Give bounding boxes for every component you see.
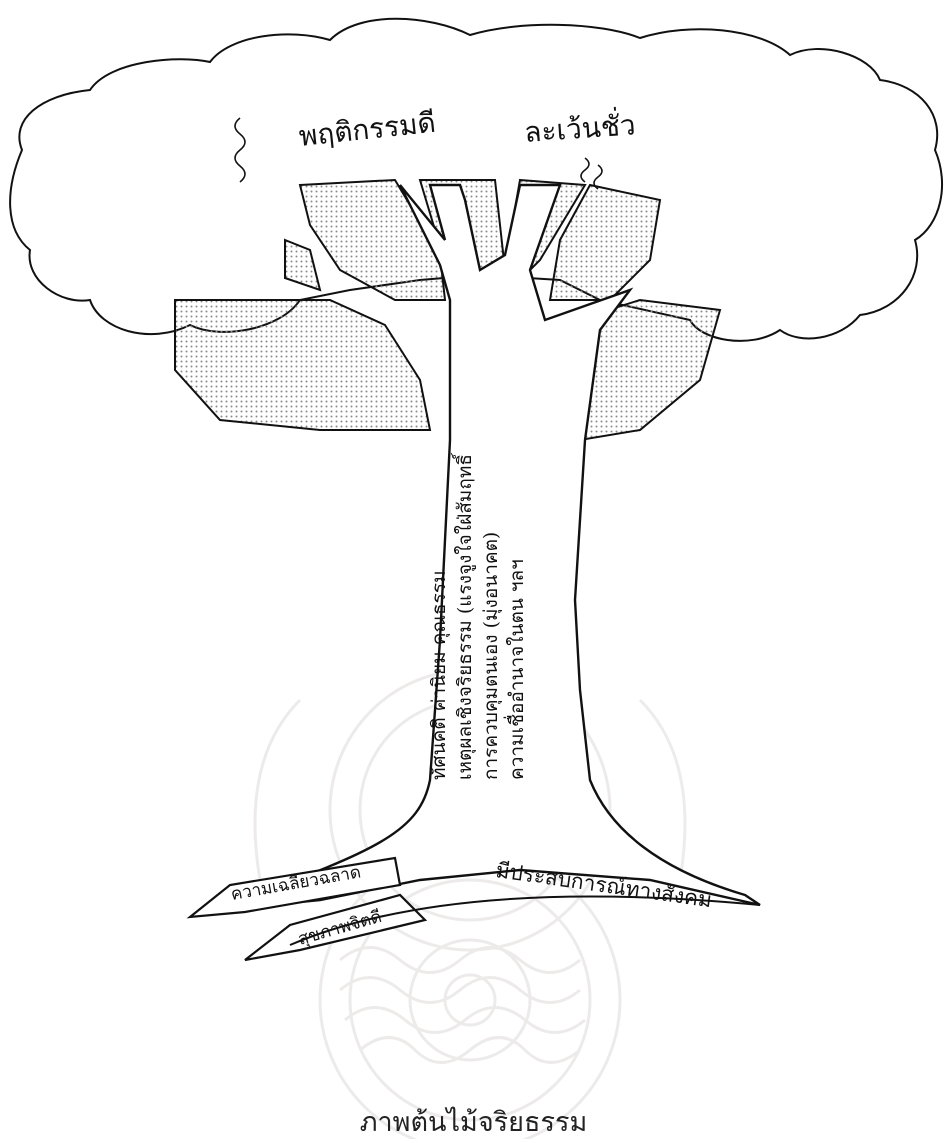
trunk-line-2: เหตุผลเชิงจริยธรรม (แรงจูงใจใฝ่สัมฤทธิ์	[450, 452, 477, 780]
trunk-line-4: ความเชื่ออำนาจในตน ฯลฯ	[503, 559, 528, 780]
trunk-line-1: ทัศนคติ ค่านิยม คุณธรรม	[428, 570, 451, 780]
figure-caption: ภาพต้นไม้จริยธรรม	[0, 1100, 947, 1143]
trunk-line-3: การควบคุมตนเอง (มุ่งอนาคต)	[480, 532, 503, 780]
